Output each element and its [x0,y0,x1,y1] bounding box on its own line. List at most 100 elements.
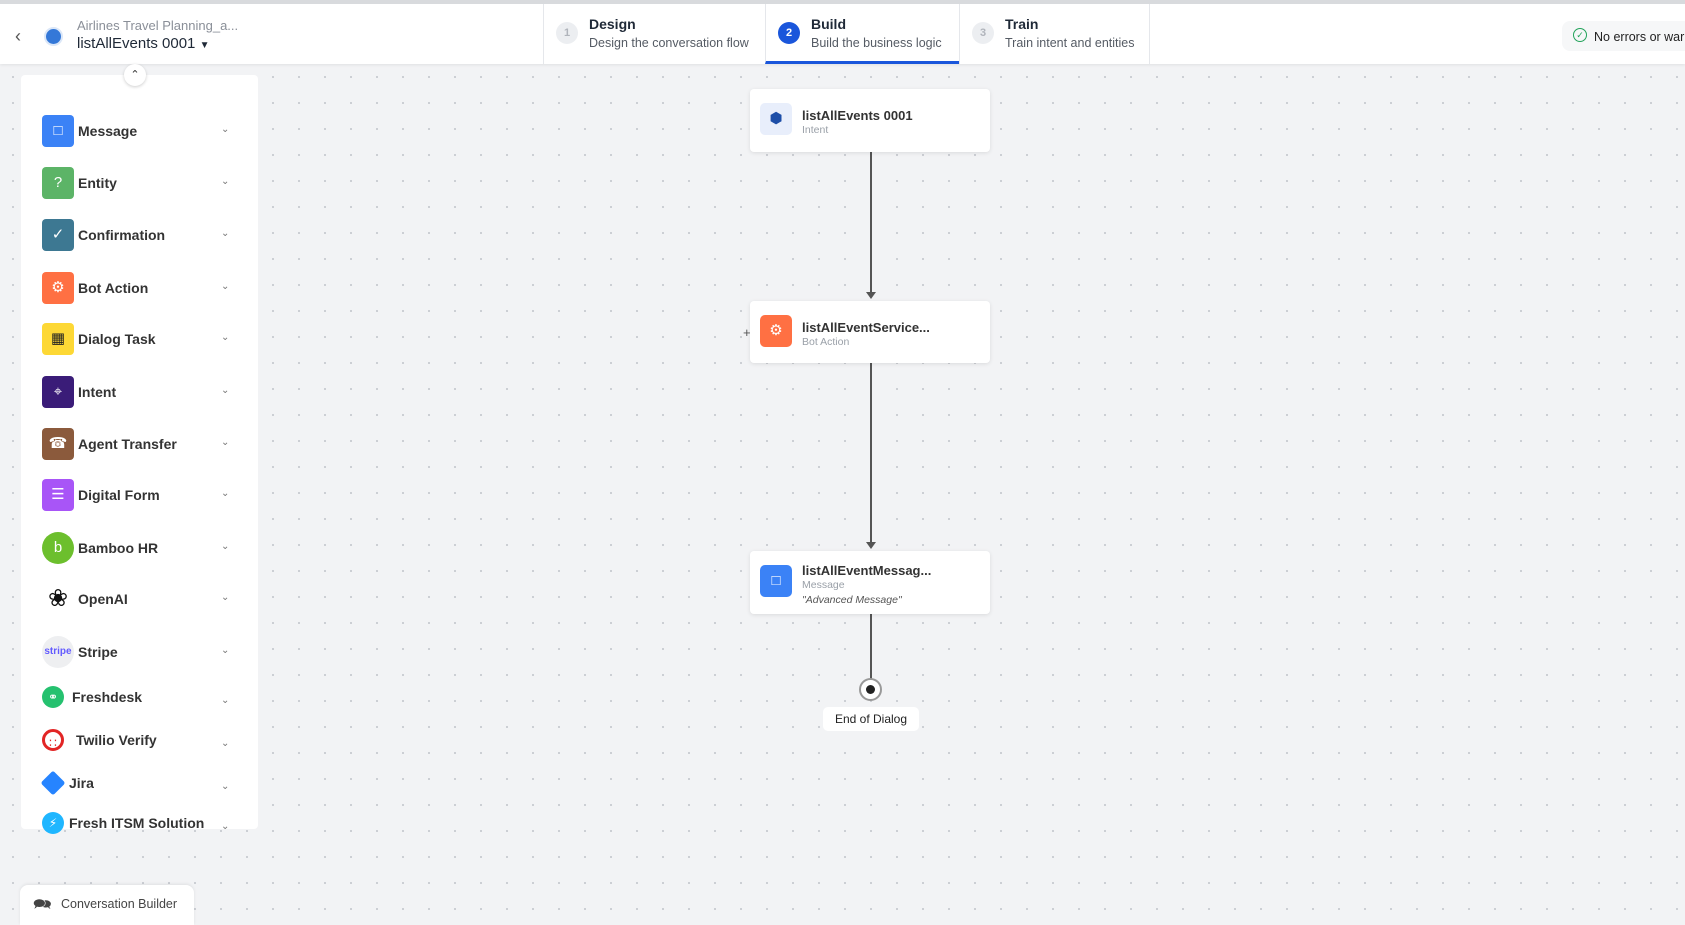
sidebar-item-bot-action[interactable]: ⚙Bot Action ⌄ [21,268,258,308]
sidebar-item-message[interactable]: □Message ⌄ [21,111,258,151]
back-chevron-icon[interactable]: ‹ [15,26,21,46]
node-type: Intent [802,124,829,136]
node-title: listAllEvents 0001 [802,108,913,123]
app-name: Airlines Travel Planning_a... [77,18,239,33]
sidebar-item-label: Jira [69,775,94,791]
flow-node-intent[interactable]: ⬢ listAllEvents 0001 Intent [750,89,990,152]
message-icon: □ [42,115,74,147]
status-text: No errors or war [1594,30,1685,44]
chevron-down-icon[interactable]: ⌄ [221,176,230,187]
step-number: 1 [556,22,578,44]
sidebar-item-agent-transfer[interactable]: ☎Agent Transfer ⌄ [21,424,258,464]
chevron-down-icon[interactable]: ⌄ [221,592,230,603]
caret-down-icon: ▼ [199,40,210,51]
chevron-down-icon[interactable]: ⌄ [221,821,230,832]
chevron-down-icon[interactable]: ⌄ [221,228,230,239]
sidebar-item-freshdesk[interactable]: ⚭ Freshdesk ⌄ [21,677,258,717]
node-title: listAllEventService... [802,320,930,335]
chevron-down-icon[interactable]: ⌄ [221,332,230,343]
intent-node-icon: ⬢ [760,103,792,135]
sidebar-item-label: Agent Transfer [78,436,177,452]
dialog-task-icon: ▦ [42,323,74,355]
fresh-itsm-icon: ⚡ [42,812,64,834]
jira-icon [40,770,66,796]
end-of-dialog-node[interactable] [859,678,882,701]
sidebar-item-openai[interactable]: ❀ OpenAI ⌄ [21,579,258,619]
message-node-icon: □ [760,565,792,597]
chevron-down-icon[interactable]: ⌄ [221,645,230,656]
sidebar-item-jira[interactable]: Jira ⌄ [21,763,258,803]
entity-icon: ? [42,167,74,199]
dialog-selector[interactable]: listAllEvents 0001 ▼ [77,35,209,52]
agent-transfer-icon: ☎ [42,428,74,460]
app-logo-icon [44,27,63,46]
tab-subtitle: Build the business logic [811,36,942,50]
node-type: Message [802,579,845,591]
validation-status[interactable]: ✓ No errors or war [1562,21,1685,51]
chevron-down-icon[interactable]: ⌄ [221,541,230,552]
sidebar-item-label: Twilio Verify [76,732,157,748]
sidebar-item-entity[interactable]: ?Entity⌄ [21,163,258,203]
sidebar-item-label: Intent [78,384,117,400]
sidebar-item-label: Digital Form [78,487,160,503]
digital-form-icon: ☰ [42,479,74,511]
sidebar-item-label: Fresh ITSM Solution [69,815,205,831]
tab-title: Design [589,16,636,32]
sidebar-item-fresh-itsm-solution[interactable]: ⚡ Fresh ITSM Solution ⌄ [21,803,258,843]
bot-action-node-icon: ⚙ [760,315,792,347]
check-circle-icon: ✓ [1573,28,1587,42]
openai-icon: ❀ [47,585,69,612]
step-number: 3 [972,22,994,44]
chevron-down-icon[interactable]: ⌄ [221,738,230,749]
sidebar-item-label: Dialog Task [78,331,156,347]
add-node-plus-icon[interactable]: + [743,325,751,340]
node-palette-sidebar: □Message⌄?Entity⌄✓Confirmation⌄⚙Bot Acti… [21,75,258,834]
chevron-down-icon[interactable]: ⌄ [221,281,230,292]
chat-bubbles-icon: 🗪 [33,896,52,913]
sidebar-item-twilio-verify[interactable]: ∷ Twilio Verify ⌄ [21,720,258,760]
sidebar-item-dialog-task[interactable]: ▦Dialog Task ⌄ [21,319,258,359]
flow-node-message[interactable]: □ listAllEventMessag... Message "Advance… [750,551,990,614]
chevron-down-icon[interactable]: ⌄ [221,488,230,499]
tab-subtitle: Train intent and entities [1005,36,1135,50]
header: ‹ Airlines Travel Planning_a... listAllE… [0,0,1685,64]
collapse-sidebar-button[interactable]: ⌃ [124,64,146,86]
conversation-builder-label: Conversation Builder [61,897,178,911]
sidebar-item-label: Bamboo HR [78,540,159,556]
confirmation-icon: ✓ [42,219,74,251]
flow-node-bot-action[interactable]: ⚙ listAllEventService... Bot Action [750,301,990,363]
node-title: listAllEventMessag... [802,563,932,578]
chevron-down-icon[interactable]: ⌄ [221,781,230,792]
tab-subtitle: Design the conversation flow [589,36,749,50]
node-message-preview: "Advanced Message" [802,594,902,606]
intent-icon: ⌖ [42,376,74,408]
tab-title: Train [1005,16,1039,32]
node-type: Bot Action [802,336,850,348]
chevron-down-icon[interactable]: ⌄ [221,695,230,706]
flow-canvas[interactable] [0,64,1685,914]
chevron-down-icon[interactable]: ⌄ [221,385,230,396]
sidebar-item-label: Freshdesk [72,689,143,705]
sidebar-item-label: Bot Action [78,280,149,296]
sidebar-item-digital-form[interactable]: ☰Digital Form ⌄ [21,475,258,515]
twilio-icon: ∷ [42,729,64,751]
connector-line [870,152,872,293]
sidebar-item-label: OpenAI [78,591,128,607]
chevron-down-icon[interactable]: ⌄ [221,124,230,135]
sidebar-item-label: Message [78,123,138,139]
connector-arrow-icon [866,542,876,549]
sidebar-item-intent[interactable]: ⌖Intent ⌄ [21,372,258,412]
connector-arrow-icon [866,292,876,299]
freshdesk-icon: ⚭ [42,686,64,708]
chevron-down-icon[interactable]: ⌄ [221,437,230,448]
connector-line [870,614,872,680]
bamboo-hr-icon: b [42,532,74,564]
bot-action-icon: ⚙ [42,272,74,304]
sidebar-item-confirmation[interactable]: ✓Confirmation⌄ [21,215,258,255]
conversation-builder-tab[interactable]: 🗪 Conversation Builder [20,885,194,925]
